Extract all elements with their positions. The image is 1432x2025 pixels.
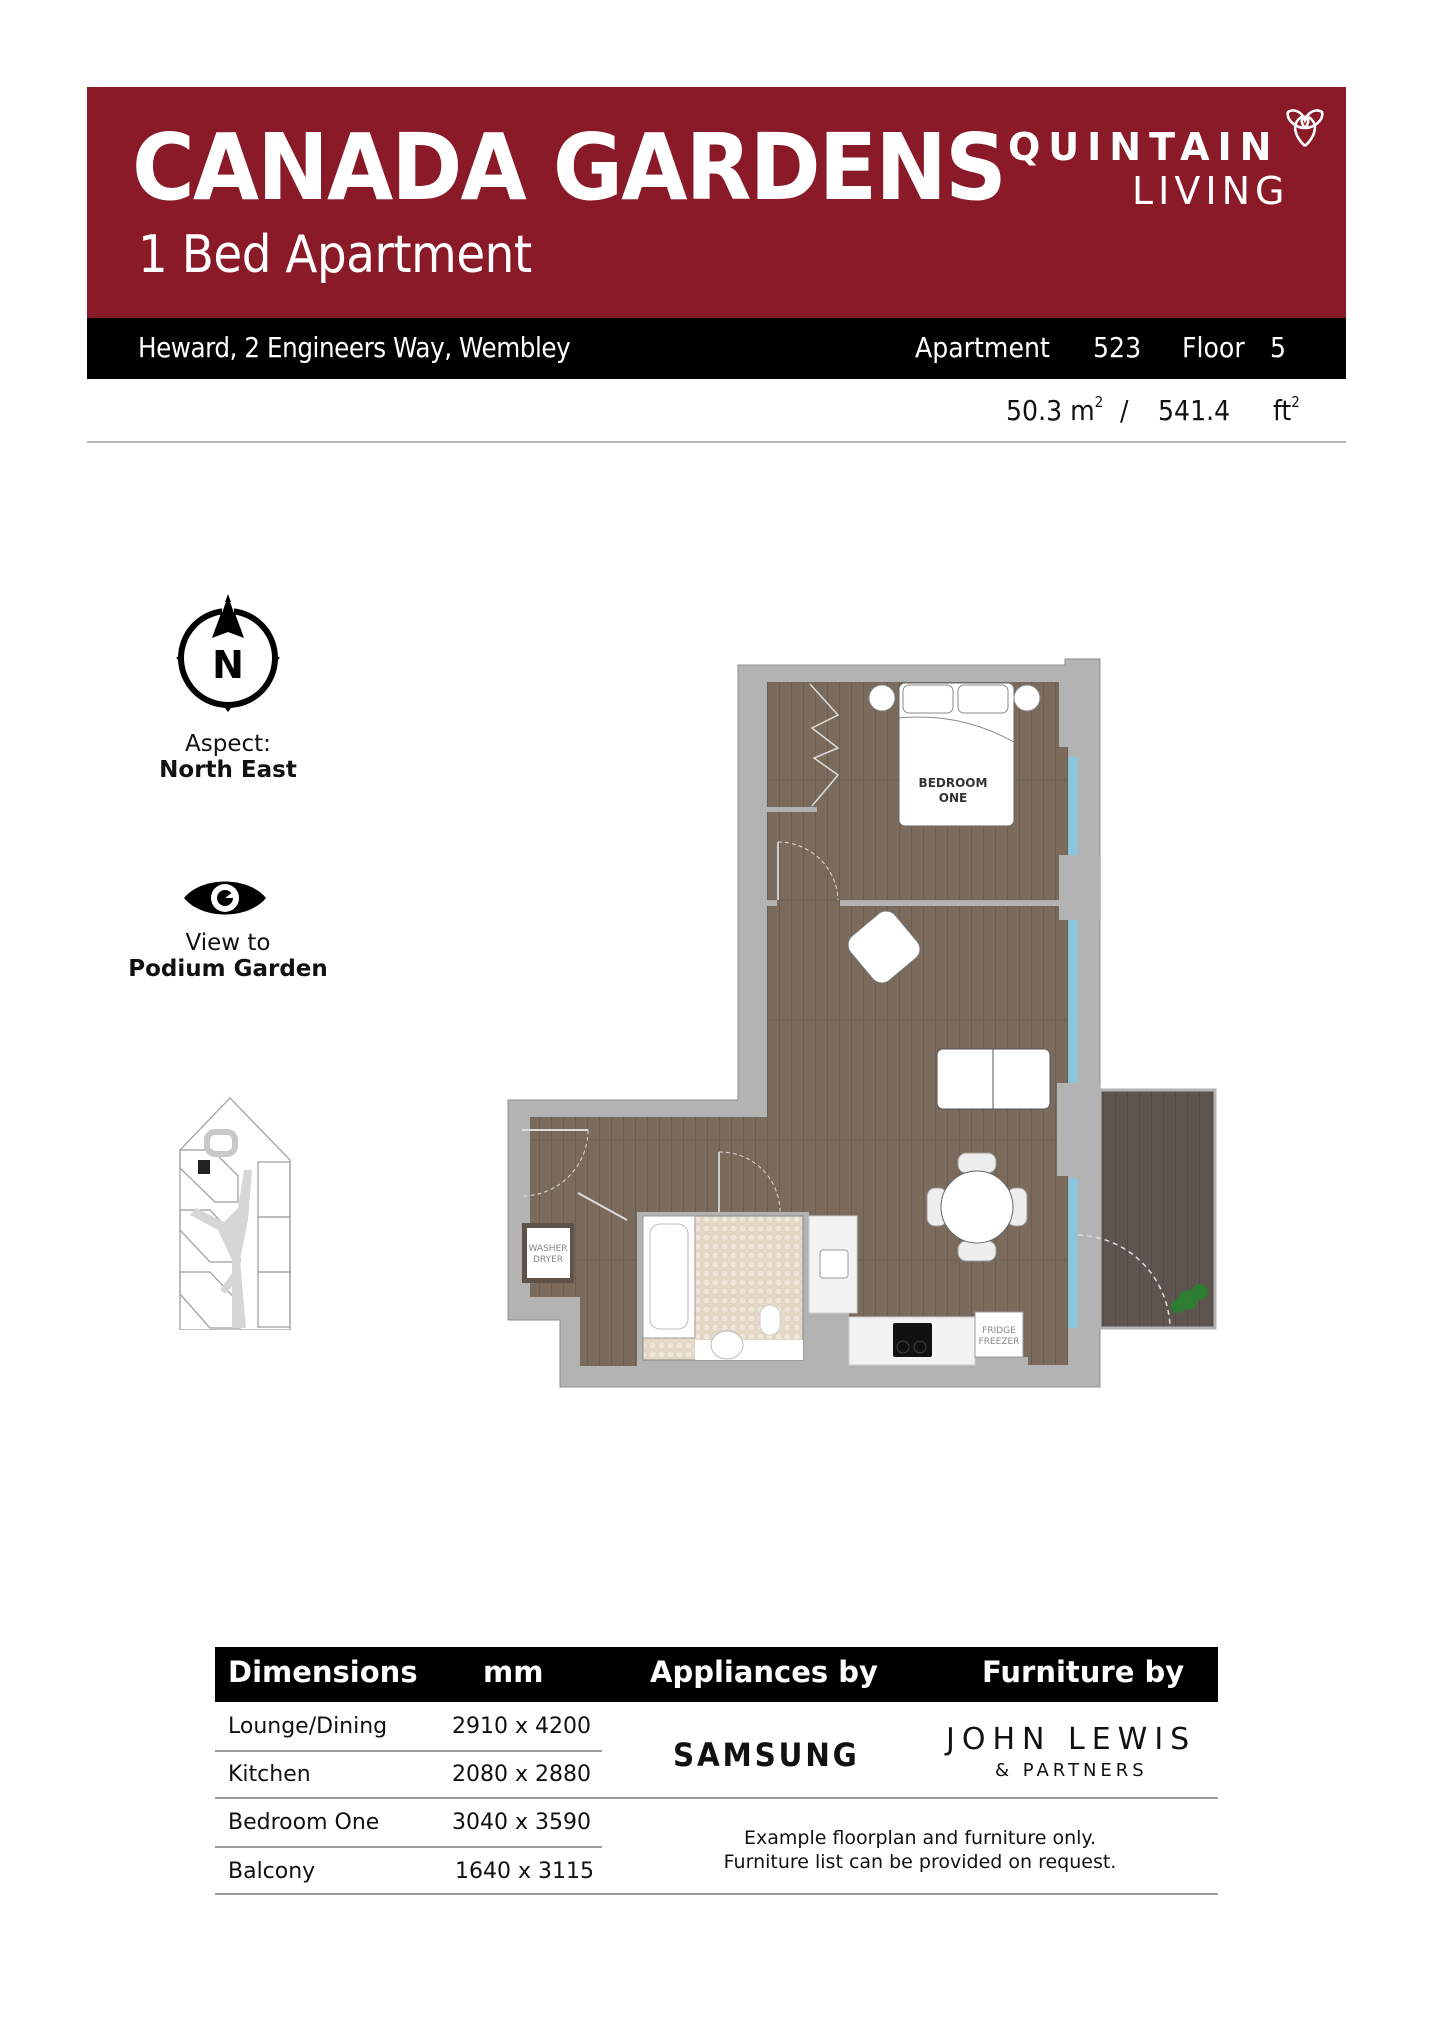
compass-north-icon: N: [176, 594, 280, 712]
john-lewis-logo: JOHN LEWIS: [946, 1722, 1197, 1757]
svg-text:BEDROOM: BEDROOM: [919, 776, 988, 790]
apartment-label: Apartment: [915, 331, 1050, 364]
apartment-type: 1 Bed Apartment: [138, 225, 532, 285]
header-divider: [87, 441, 1346, 443]
trinity-knot-icon: [1286, 109, 1324, 147]
floor-label: Floor: [1182, 331, 1245, 364]
svg-text:ONE: ONE: [939, 791, 967, 805]
table-header: [215, 1647, 1218, 1702]
row-room: Balcony: [228, 1859, 316, 1884]
svg-text:N: N: [212, 643, 244, 687]
svg-text:FREEZER: FREEZER: [979, 1337, 1020, 1347]
apartment-number: 523: [1093, 331, 1142, 364]
row-size: 2080 x 2880: [452, 1762, 591, 1787]
view-value: Podium Garden: [128, 956, 328, 983]
row-divider: [215, 1797, 1218, 1799]
brand-logo-line1: QUINTAIN: [1008, 125, 1280, 169]
john-lewis-logo-sub: & PARTNERS: [995, 1760, 1148, 1781]
row-room: Bedroom One: [228, 1810, 380, 1835]
address-bar: [87, 318, 1346, 379]
row-room: Lounge/Dining: [228, 1714, 388, 1739]
address: Heward, 2 Engineers Way, Wembley: [138, 331, 571, 364]
area-metric: 50.3 m2: [1006, 393, 1104, 427]
area-imperial-unit: ft2: [1273, 393, 1300, 427]
plant-icon: [1171, 1284, 1208, 1313]
area-separator: /: [1120, 394, 1129, 427]
brand-logo-line2: LIVING: [1132, 169, 1290, 213]
development-title: CANADA GARDENS: [132, 114, 1007, 221]
row-size: 2910 x 4200: [452, 1714, 591, 1739]
row-divider: [215, 1846, 602, 1848]
samsung-logo: SAMSUNG: [673, 1736, 860, 1774]
row-size: 1640 x 3115: [455, 1859, 594, 1884]
disclaimer-line2: Furniture list can be provided on reques…: [723, 1851, 1117, 1873]
col-mm: mm: [483, 1655, 544, 1689]
floor-number: 5: [1270, 331, 1287, 364]
svg-text:WASHER: WASHER: [529, 1244, 568, 1254]
col-furniture: Furniture by: [982, 1655, 1185, 1689]
svg-text:FRIDGE: FRIDGE: [982, 1326, 1016, 1336]
area-imperial: 541.4: [1158, 394, 1231, 427]
row-divider: [215, 1750, 602, 1752]
table-bottom-rule: [215, 1893, 1218, 1895]
aspect-label: Aspect:: [185, 731, 271, 757]
col-dimensions: Dimensions: [228, 1655, 418, 1689]
site-keyplan: [179, 1097, 291, 1330]
header-banner: [87, 87, 1346, 318]
view-block: View to Podium Garden: [98, 930, 358, 983]
floor-plan: BEDROOM ONE WASHER DRYER FRIDGE FREEZER: [507, 658, 1217, 1388]
col-appliances: Appliances by: [650, 1655, 878, 1689]
eye-icon: [184, 881, 266, 915]
disclaimer-line1: Example floorplan and furniture only.: [743, 1827, 1096, 1849]
row-room: Kitchen: [228, 1762, 311, 1787]
view-label: View to: [185, 930, 271, 956]
aspect-block: Aspect: North East: [98, 731, 358, 784]
svg-text:DRYER: DRYER: [533, 1255, 563, 1265]
row-size: 3040 x 3590: [452, 1810, 591, 1835]
aspect-value: North East: [159, 757, 297, 784]
